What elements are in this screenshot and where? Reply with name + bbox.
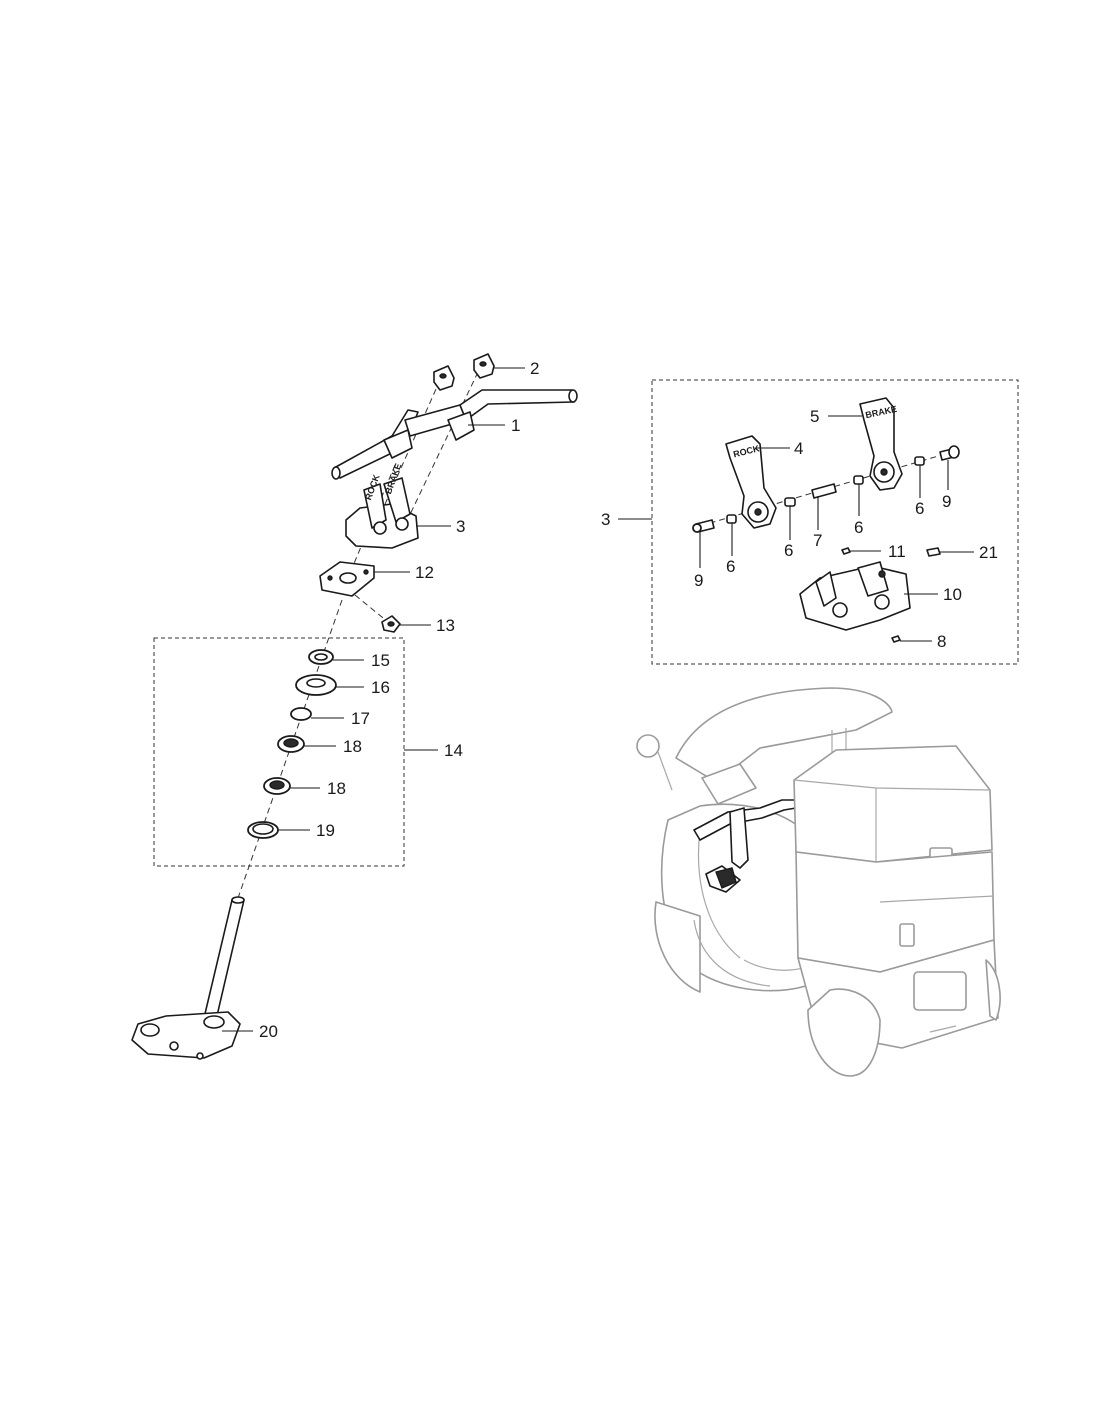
callout-6a: 6 <box>726 557 735 576</box>
callout-6b: 6 <box>784 541 793 560</box>
steering-stem-part <box>131 896 245 1060</box>
callout-21: 21 <box>979 543 998 562</box>
right-leader-lines <box>699 415 974 642</box>
callout-1: 1 <box>511 416 520 435</box>
callout-18a: 18 <box>343 737 362 756</box>
callout-3: 3 <box>456 517 465 536</box>
callout-3-detail: 3 <box>601 510 610 529</box>
lever-assembly-part: ROCK BRAKE <box>345 462 419 549</box>
vehicle-location-illustration <box>636 687 1001 1077</box>
callout-6d: 6 <box>915 499 924 518</box>
assembly-axis-lines <box>237 371 479 899</box>
bearing-kit-box <box>153 637 405 867</box>
small-pin-parts <box>841 547 941 643</box>
lever-bracket-part <box>799 561 911 631</box>
callout-17: 17 <box>351 709 370 728</box>
nut-part <box>381 615 401 633</box>
callout-18b: 18 <box>327 779 346 798</box>
callout-7: 7 <box>813 531 822 550</box>
handlebar-part <box>331 389 578 480</box>
right-callouts: 3 4 5 6 6 6 6 7 8 9 9 10 11 21 <box>601 407 998 651</box>
callout-6c: 6 <box>854 518 863 537</box>
brake-lever-part: BRAKE <box>859 397 903 491</box>
callout-4: 4 <box>794 439 803 458</box>
lever-detail-box <box>651 379 1019 665</box>
callout-13: 13 <box>436 616 455 635</box>
callout-8: 8 <box>937 632 946 651</box>
lock-lever-part: ROCK <box>725 435 777 529</box>
callout-5: 5 <box>810 407 819 426</box>
handlebar-clamp-parts <box>433 353 495 391</box>
left-leader-lines <box>222 367 525 1032</box>
callout-20: 20 <box>259 1022 278 1041</box>
callout-12: 12 <box>415 563 434 582</box>
callout-15: 15 <box>371 651 390 670</box>
callout-11: 11 <box>888 542 906 561</box>
callout-1-2: 2 <box>530 359 539 378</box>
mounting-plate-part <box>319 561 375 597</box>
left-callouts: 2 1 3 12 13 14 15 16 17 18 18 19 20 <box>259 359 539 1041</box>
callout-14: 14 <box>444 741 463 760</box>
callout-9a: 9 <box>694 571 703 590</box>
callout-9b: 9 <box>942 492 951 511</box>
callout-19: 19 <box>316 821 335 840</box>
bearing-parts <box>247 649 337 839</box>
bolt-parts <box>692 445 960 533</box>
callout-16: 16 <box>371 678 390 697</box>
callout-10: 10 <box>943 585 962 604</box>
